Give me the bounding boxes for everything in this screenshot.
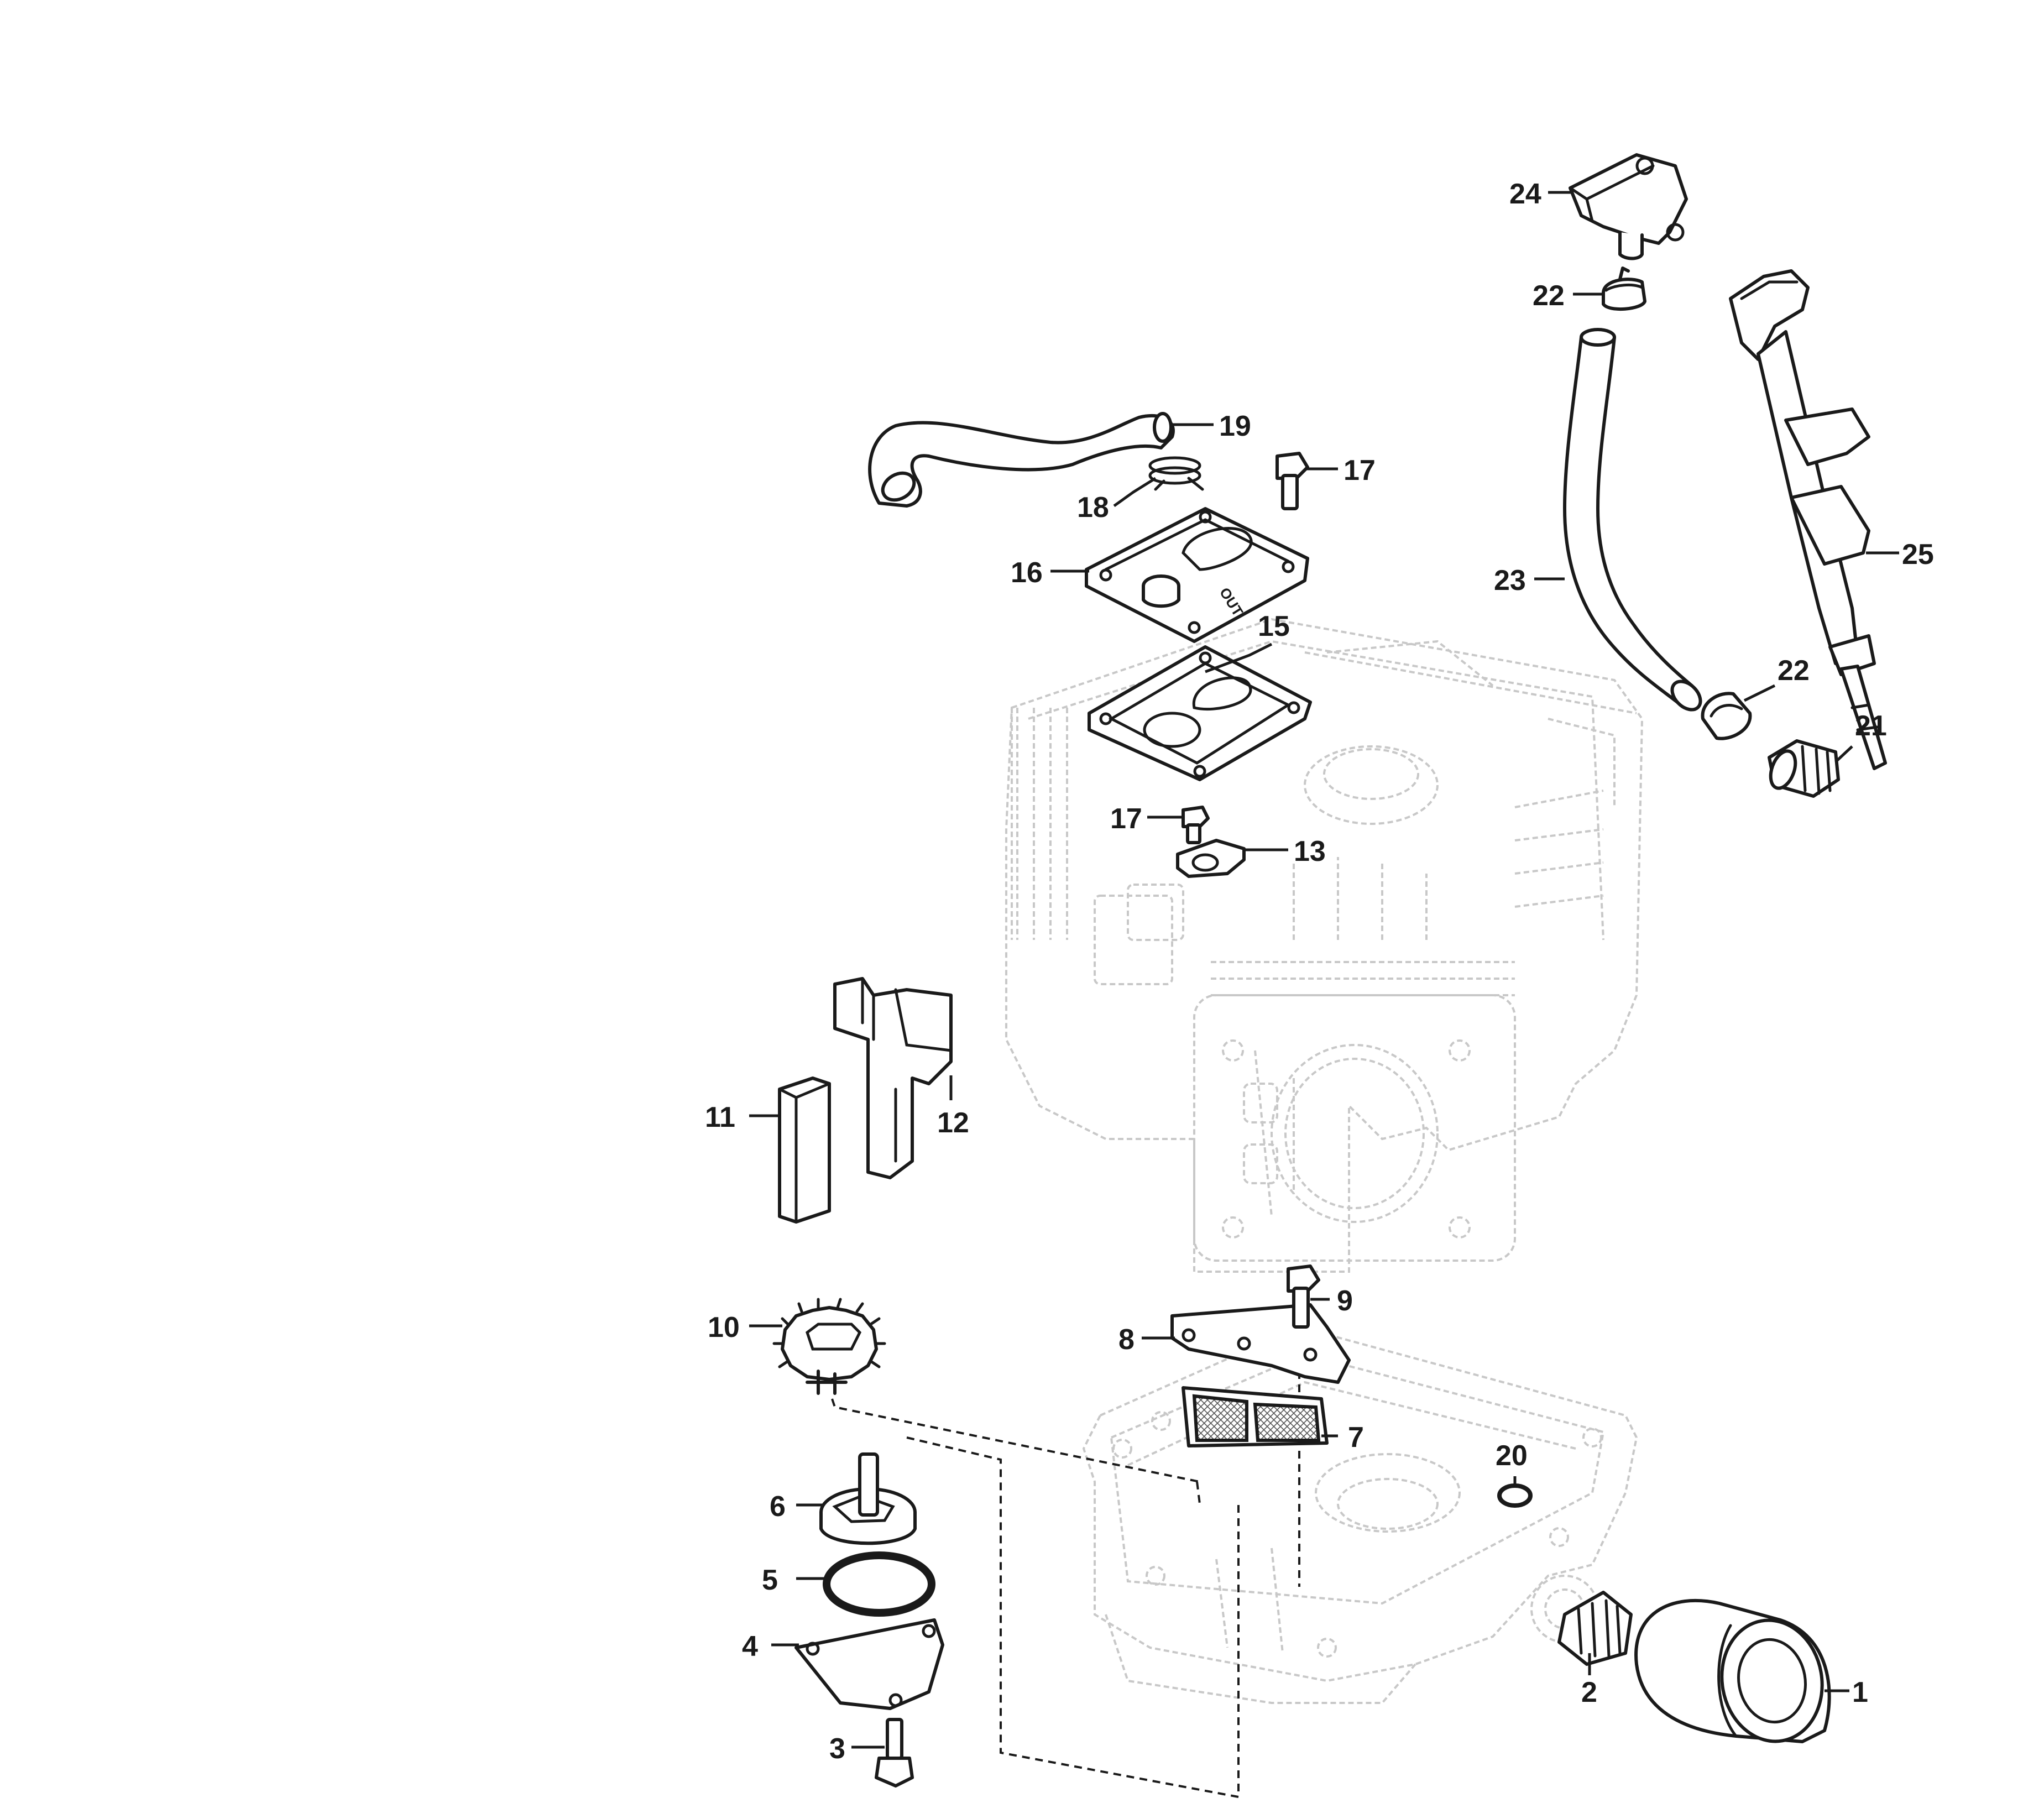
o-ring-20 (1497, 1483, 1533, 1508)
hose-clamp-22-lower (1701, 692, 1752, 740)
oil-pan-outline (1082, 1325, 1638, 1704)
breather-cover: OUT (1085, 507, 1309, 643)
threaded-nipple (1557, 1591, 1633, 1666)
label-part-24: 24 (1509, 178, 1541, 210)
dipstick-tube (1729, 269, 1887, 770)
label-part-16: 16 (1011, 557, 1043, 589)
label-part-12: 12 (937, 1107, 969, 1139)
bolt-17-lower (1182, 806, 1210, 844)
label-part-15: 15 (1258, 610, 1290, 642)
pump-rotor (819, 1452, 917, 1545)
label-part-18: 18 (1077, 492, 1109, 524)
label-part-25: 25 (1902, 539, 1934, 571)
label-part-7: 7 (1348, 1422, 1364, 1454)
mounting-bracket (833, 977, 953, 1179)
spring-clamp-18 (1148, 456, 1204, 491)
governor-gear (772, 1298, 886, 1395)
hose-clamp-22-upper (1602, 266, 1646, 311)
oil-screen (1182, 1386, 1329, 1447)
label-part-9: 9 (1337, 1285, 1353, 1317)
label-part-17-lower: 17 (1110, 803, 1142, 835)
label-part-3: 3 (829, 1733, 845, 1765)
label-part-1: 1 (1852, 1676, 1868, 1708)
pump-cover-plate (794, 1618, 944, 1710)
label-part-23: 23 (1494, 565, 1526, 597)
o-ring-5 (823, 1551, 935, 1617)
label-part-17-upper: 17 (1344, 454, 1376, 487)
label-part-22-upper: 22 (1533, 280, 1565, 312)
breather-valve (1569, 153, 1688, 260)
bolt-17-upper (1275, 452, 1309, 510)
label-part-13: 13 (1294, 835, 1326, 867)
engine-block-outline (1005, 618, 1644, 1273)
bolt-3 (875, 1718, 914, 1788)
dipstick-tube-fitting (1768, 739, 1840, 798)
filter-block (778, 1076, 831, 1224)
label-part-22-lower: 22 (1778, 655, 1810, 687)
cover-gasket (1088, 645, 1312, 781)
leader-lines (749, 191, 1899, 1749)
label-part-8: 8 (1118, 1324, 1135, 1356)
label-part-4: 4 (742, 1630, 758, 1663)
label-part-11: 11 (705, 1101, 735, 1133)
oil-filter (1634, 1598, 1831, 1743)
label-part-10: 10 (708, 1311, 740, 1344)
label-part-20: 20 (1496, 1440, 1528, 1472)
bolt-9 (1287, 1264, 1320, 1329)
part-labels: 1 2 3 4 5 6 7 8 9 10 11 12 13 15 16 17 1… (705, 178, 1934, 1765)
label-part-19: 19 (1219, 410, 1251, 442)
hose-clip-13 (1176, 839, 1246, 878)
breather-hose (868, 412, 1175, 508)
label-part-2: 2 (1581, 1676, 1597, 1708)
oil-hose (1563, 328, 1702, 712)
label-part-5: 5 (762, 1564, 778, 1596)
label-part-6: 6 (770, 1491, 786, 1523)
label-part-21: 21 (1855, 710, 1887, 742)
